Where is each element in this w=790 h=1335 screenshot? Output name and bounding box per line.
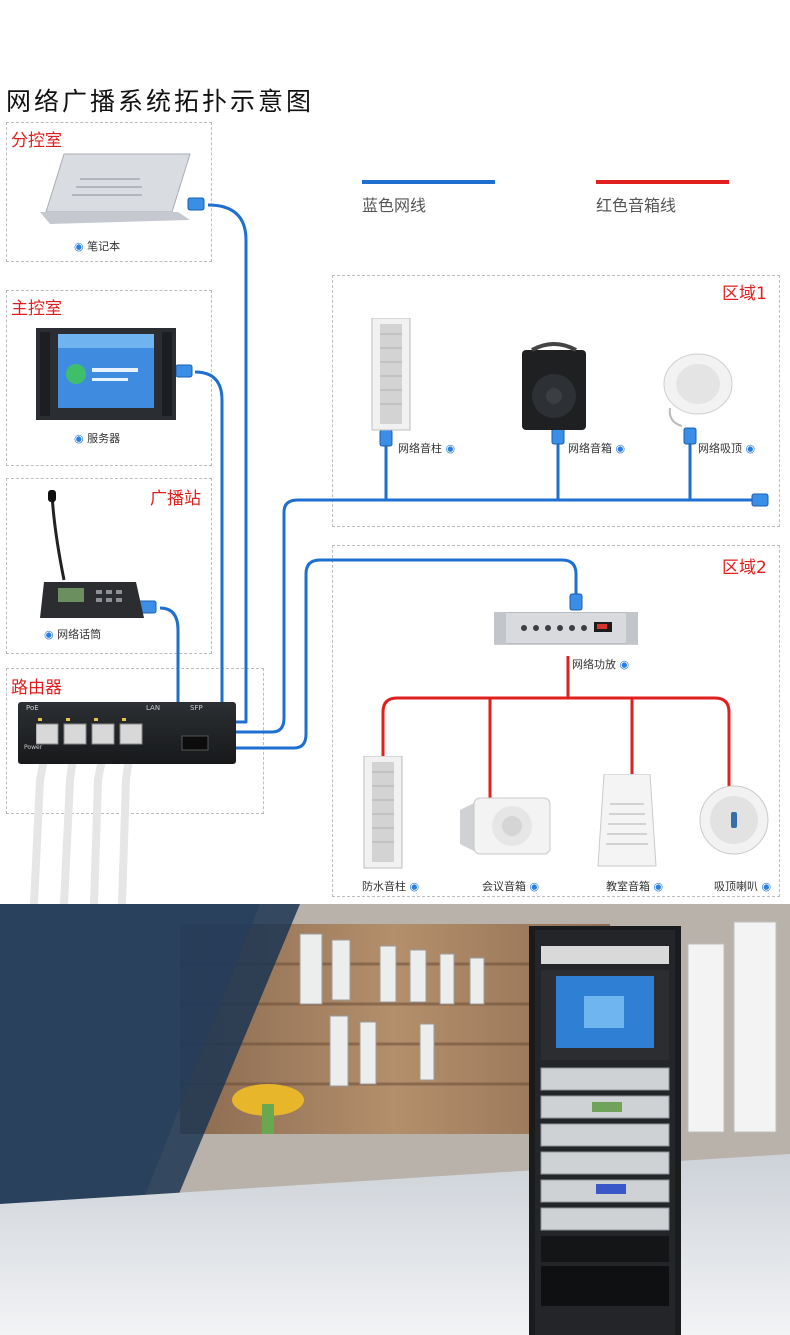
waterproof-column-caption: 防水音柱 ◉ xyxy=(362,880,420,893)
mic-caption: ◉ 网络话筒 xyxy=(44,628,102,641)
router-power-label: Power xyxy=(24,744,43,751)
router-poe-label: PoE xyxy=(26,704,39,712)
wire-mic-router xyxy=(159,606,180,706)
ceiling-horn-caption: 吸顶喇叭 ◉ xyxy=(714,880,772,893)
zone1-column-caption: 网络音柱 ◉ xyxy=(398,442,456,455)
classroom-speaker-icon xyxy=(597,774,657,867)
router-box xyxy=(6,668,264,814)
router-ports xyxy=(36,718,209,751)
broadcast-station-box xyxy=(6,478,212,654)
zone2-label: 区域2 xyxy=(722,558,767,578)
ceiling-speaker-icon xyxy=(663,353,733,427)
wire-router-zone2 xyxy=(236,558,578,750)
zone2-box xyxy=(332,545,780,897)
ceiling-horn-icon xyxy=(699,785,769,855)
laptop-caption: ◉ 笔记本 xyxy=(74,240,121,253)
legend-blue-label: 蓝色网线 xyxy=(362,196,427,215)
amplifier-caption: 网络功放 ◉ xyxy=(572,658,630,671)
showroom-photo xyxy=(0,904,790,1335)
wire-red-bus xyxy=(381,696,731,788)
showroom-scene xyxy=(0,904,790,1335)
legend-red-label: 红色音箱线 xyxy=(596,196,677,215)
broadcast-station-label: 广播站 xyxy=(150,489,201,509)
zone1-ceiling-caption: 网络吸顶 ◉ xyxy=(698,442,756,455)
router-lan-label: LAN xyxy=(146,704,161,712)
page-title: 网络广播系统拓扑示意图 xyxy=(6,87,315,116)
amplifier-icon xyxy=(494,612,638,645)
meeting-speaker-icon xyxy=(460,797,551,855)
main-control-box xyxy=(6,290,212,466)
router-label: 路由器 xyxy=(11,678,62,698)
legend-blue-line xyxy=(362,180,495,184)
server-rack-icon xyxy=(36,328,176,420)
zone1-label: 区域1 xyxy=(722,284,767,304)
column-speaker-icon xyxy=(371,318,411,431)
waterproof-column-icon xyxy=(363,756,403,869)
sub-control-box xyxy=(6,122,212,262)
wire-server-router xyxy=(194,370,236,716)
sub-control-label: 分控室 xyxy=(11,131,62,151)
server-caption: ◉ 服务器 xyxy=(74,432,121,445)
rj45-connectors xyxy=(137,197,769,614)
zone1-box-caption: 网络音箱 ◉ xyxy=(568,442,626,455)
laptop-icon xyxy=(40,153,191,224)
main-control-label: 主控室 xyxy=(11,299,62,319)
meeting-speaker-caption: 会议音箱 ◉ xyxy=(482,880,540,893)
microphone-icon xyxy=(40,490,144,618)
wire-router-zone1 xyxy=(236,498,760,734)
zone1-box xyxy=(332,275,780,527)
wire-laptop-router xyxy=(207,203,248,724)
box-speaker-icon xyxy=(522,342,586,430)
classroom-speaker-caption: 教室音箱 ◉ xyxy=(606,880,664,893)
router-sfp-label: SFP xyxy=(190,704,203,712)
legend-red-line xyxy=(596,180,729,184)
